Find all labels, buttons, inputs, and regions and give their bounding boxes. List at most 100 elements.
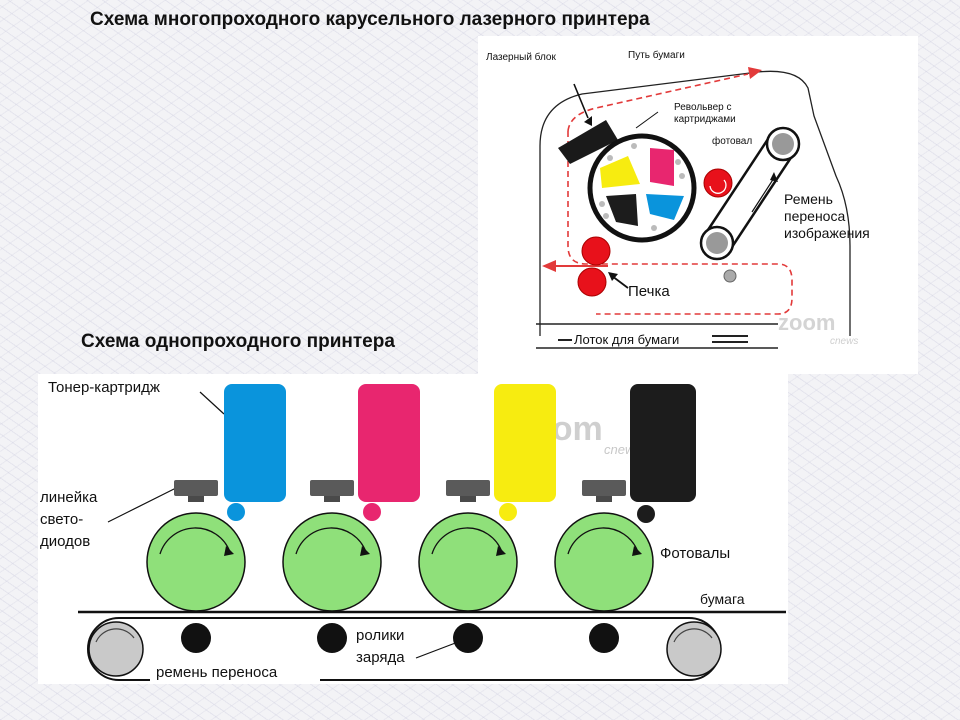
belt-label-line2: переноса <box>784 208 845 224</box>
belt-drive-roller-right <box>666 621 722 677</box>
belt-edge-left <box>702 135 772 237</box>
belt-label-line3: изображения <box>784 225 870 241</box>
black-developer-roller <box>637 505 655 523</box>
laser-unit-pointer-head <box>584 116 592 126</box>
transfer-belt-label: ремень переноса <box>156 664 278 681</box>
printer-body-outline <box>539 70 851 336</box>
black-led-bar <box>582 480 626 496</box>
laser-unit-block <box>558 120 618 164</box>
revolver-bolt-2 <box>675 159 681 165</box>
paper-path-loop <box>567 131 793 315</box>
transfer-roller <box>723 269 737 283</box>
cyan-cartridge <box>646 194 684 220</box>
yellow-led-bar <box>446 480 490 496</box>
led-label-line2: свето- <box>40 511 83 528</box>
toner-cartridge-pointer <box>199 391 225 415</box>
revolver-label-line2: картриджами <box>674 114 736 125</box>
laser-unit-pointer <box>573 83 589 119</box>
cyan-toner-cartridge <box>224 384 286 502</box>
revolver-bolt-7 <box>631 143 637 149</box>
yellow-developer-roller <box>499 503 517 521</box>
black-cartridge <box>606 194 638 226</box>
fuser-pointer <box>611 275 629 289</box>
revolver-bolt-4 <box>599 201 605 207</box>
paper-label: бумага <box>700 591 745 607</box>
toner-cartridge-label: Тонер-картридж <box>48 379 160 396</box>
belt-edge-right <box>728 149 798 251</box>
paper-tray-label: Лоток для бумаги <box>574 332 679 347</box>
magenta-developer-roller <box>363 503 381 521</box>
cyan-drum-rotation-arrow <box>159 527 231 555</box>
multipass-printer-diagram: Лоток для бумаги Лазерный блок Путь бума… <box>478 36 918 374</box>
belt-direction-arrow <box>751 177 775 213</box>
belt-label-bg <box>150 662 320 682</box>
charge-roller-2 <box>317 623 347 653</box>
singlepass-printer-diagram: Тонер-картридж линейка свето- диодов zoo… <box>38 374 788 684</box>
charge-roller-1 <box>181 623 211 653</box>
cyan-developer-roller <box>227 503 245 521</box>
revolver-pointer <box>635 111 659 129</box>
charge-roller-3 <box>453 623 483 653</box>
black-toner-cartridge <box>630 384 696 502</box>
yellow-cartridge <box>600 156 640 188</box>
paper-path-label: Путь бумаги <box>628 49 685 61</box>
black-drum-arrowhead <box>632 546 642 556</box>
multipass-printer-svg: Лоток для бумаги Лазерный блок Путь бума… <box>486 49 870 349</box>
print-unit-black <box>554 384 696 612</box>
cyan-led-mount <box>188 496 204 502</box>
paper-path-arrowhead-top <box>748 67 762 79</box>
charge-roller-4 <box>589 623 619 653</box>
paper-path-top <box>567 73 749 132</box>
belt-roller-bottom <box>706 232 728 254</box>
yellow-drum-arrowhead <box>496 546 506 556</box>
revolver-bolt-5 <box>603 213 609 219</box>
fuser-roller-bottom <box>577 267 607 297</box>
fuser-pointer-head <box>608 272 618 281</box>
belt-label-line1: Ремень <box>784 191 833 207</box>
fuser-label: Печка <box>628 283 670 300</box>
photo-drum-label: фотовал <box>712 135 752 147</box>
revolver-outer-ring <box>587 133 697 243</box>
magenta-toner-cartridge <box>358 384 420 502</box>
laser-unit-label: Лазерный блок <box>486 51 556 63</box>
photo-drum-rotation-arrow <box>709 179 727 194</box>
magenta-drum-rotation-arrow <box>295 527 367 555</box>
revolver-bolt-3 <box>679 173 685 179</box>
belt-direction-arrowhead <box>770 172 778 182</box>
revolver-bolt-6 <box>651 225 657 231</box>
led-label-line1: линейка <box>40 489 98 506</box>
cyan-led-bar <box>174 480 218 496</box>
title-singlepass: Схема однопроходного принтера <box>81 331 395 352</box>
black-drum-rotation-arrow <box>567 527 639 555</box>
magenta-led-mount <box>324 496 340 502</box>
print-unit-magenta <box>282 384 420 612</box>
print-unit-cyan <box>146 384 286 612</box>
belt-roller-top <box>772 133 794 155</box>
belt-drive-roller-left <box>88 621 144 677</box>
cyan-drum-arrowhead <box>224 546 234 556</box>
magenta-drum-arrowhead <box>360 546 370 556</box>
title-multipass: Схема многопроходного карусельного лазер… <box>90 9 650 30</box>
print-unit-yellow <box>418 384 556 612</box>
magenta-led-bar <box>310 480 354 496</box>
charge-rollers-label-line1: ролики <box>356 627 404 644</box>
yellow-toner-cartridge <box>494 384 556 502</box>
fuser-roller-top <box>581 236 611 266</box>
photo-drums-label: Фотовалы <box>660 545 730 562</box>
black-led-mount <box>596 496 612 502</box>
watermark-cnews-top: cnews <box>830 336 858 347</box>
charge-rollers-pointer <box>415 641 459 659</box>
charge-rollers-label-line2: заряда <box>356 649 405 666</box>
right-roller-arrow <box>673 628 713 643</box>
revolver-label-line1: Револьвер с <box>674 102 731 113</box>
paper-exit-arrowhead <box>542 260 556 272</box>
revolver-bolt-1 <box>607 155 613 161</box>
left-roller-arrow <box>95 628 135 643</box>
yellow-led-mount <box>460 496 476 502</box>
yellow-drum-rotation-arrow <box>431 527 503 555</box>
magenta-cartridge <box>650 148 674 186</box>
singlepass-printer-svg: Тонер-картридж линейка свето- диодов zoo… <box>40 379 786 682</box>
led-pointer <box>107 487 177 523</box>
revolver-cartridges <box>599 143 685 231</box>
led-label-line3: диодов <box>40 533 90 550</box>
